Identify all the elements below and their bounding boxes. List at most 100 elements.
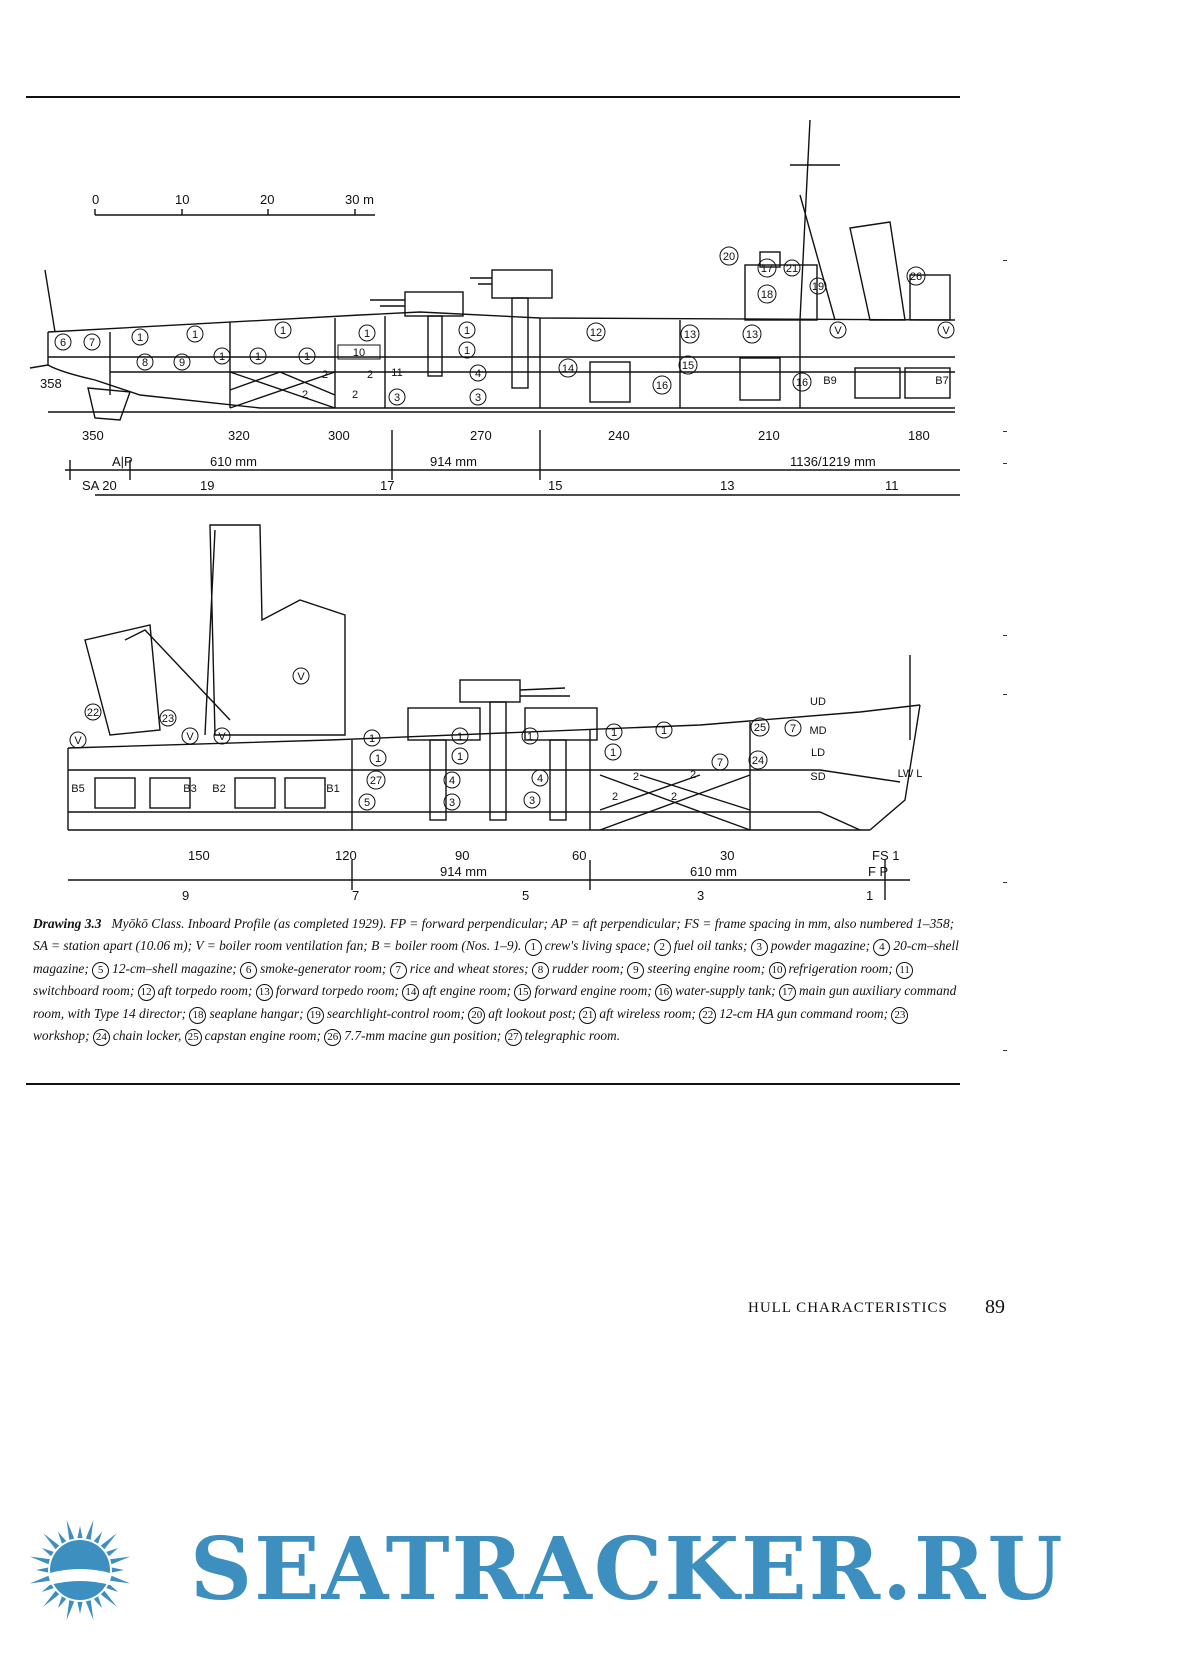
svg-text:3: 3 — [475, 392, 481, 404]
scale-tick: 0 — [92, 192, 99, 207]
room-callout: 25 — [750, 717, 770, 737]
svg-text:16: 16 — [656, 380, 668, 392]
room-callout: 7 — [784, 719, 802, 737]
sa-label: 9 — [182, 888, 189, 900]
key-number: 5 — [92, 961, 110, 979]
svg-text:1: 1 — [137, 332, 143, 344]
scale-tick: 30 m — [345, 192, 374, 207]
room-callout: V — [292, 667, 310, 685]
svg-text:9: 9 — [179, 357, 185, 369]
svg-text:1: 1 — [464, 345, 470, 357]
key-text: smoke-generator room; — [260, 960, 390, 976]
svg-text:1: 1 — [255, 351, 261, 363]
key-text: aft wireless room; — [599, 1005, 700, 1021]
svg-text:25: 25 — [754, 722, 766, 734]
svg-text:4: 4 — [537, 773, 543, 785]
svg-text:1: 1 — [610, 747, 616, 759]
caption-intro: Myōkō Class. Inboard Profile (as complet… — [33, 916, 955, 954]
sun-ray — [100, 1533, 117, 1550]
key-number: 24 — [92, 1029, 110, 1047]
upper-hull — [29, 119, 960, 496]
key-text: crew's living space; — [544, 938, 654, 954]
key-number: 8 — [532, 961, 549, 979]
dimension-label: 914 mm — [430, 454, 477, 469]
key-number: 16 — [655, 984, 673, 1002]
station-label: FS 1 — [872, 848, 899, 863]
key-text: forward engine room; — [534, 983, 656, 999]
room-callout: 3 — [523, 791, 541, 809]
dimension-label: 914 mm — [440, 864, 487, 879]
station-label: 300 — [328, 428, 350, 443]
svg-text:5: 5 — [364, 797, 370, 809]
key-number: 21 — [579, 1006, 597, 1024]
watermark: SEATRACKER.RU — [0, 1515, 1179, 1625]
dimension-label: 610 mm — [690, 864, 737, 879]
room-callout: 6 — [54, 333, 72, 351]
margin-tick — [1003, 260, 1007, 261]
room-callout: 4 — [531, 769, 549, 787]
sa-label: SA 20 — [82, 478, 117, 493]
station-label: 350 — [82, 428, 104, 443]
upper-room-callouts: 6 7 1 1 1 8 9 1 1 1 1 1 10 2 2 2 2 11 3 … — [54, 246, 955, 406]
key-number: 7 — [389, 961, 407, 979]
svg-text:21: 21 — [786, 263, 798, 275]
dimension-label: 610 mm — [210, 454, 257, 469]
margin-tick — [1003, 431, 1007, 432]
sun-ray — [85, 1600, 94, 1621]
page-number: 89 — [985, 1296, 1005, 1318]
key-text: main gun auxiliary command room, with Ty… — [33, 983, 957, 1021]
station-label: 150 — [188, 848, 210, 863]
key-number: 18 — [189, 1006, 207, 1024]
room-callout: 24 — [748, 750, 768, 770]
sun-ray — [43, 1590, 60, 1607]
room-callout: 4 — [469, 364, 487, 382]
sa-label: 11 — [885, 478, 899, 493]
sun-ray — [58, 1596, 67, 1609]
room-callout: 3 — [388, 388, 406, 406]
room-callout: 26 — [906, 266, 926, 286]
key-text: seaplane hangar; — [209, 1005, 307, 1021]
key-number: 1 — [524, 939, 542, 957]
svg-text:V: V — [297, 671, 305, 683]
station-label: 120 — [335, 848, 357, 863]
station-label: 210 — [758, 428, 780, 443]
key-text: forward torpedo room; — [275, 983, 403, 999]
room-callout: 1 — [213, 347, 231, 365]
svg-text:1: 1 — [527, 731, 533, 743]
room-callout: 1 — [298, 347, 316, 365]
svg-text:V: V — [74, 735, 82, 747]
svg-text:19: 19 — [812, 281, 824, 293]
dimension-label: 1136/1219 mm — [790, 454, 876, 469]
station-label: 270 — [470, 428, 492, 443]
svg-text:13: 13 — [746, 329, 758, 341]
station-label: 60 — [572, 848, 586, 863]
caption-lead: Drawing 3.3 — [33, 916, 102, 931]
room-callout: 16 — [792, 372, 812, 392]
key-text: rice and wheat stores; — [409, 960, 532, 976]
svg-text:1: 1 — [219, 351, 225, 363]
sa-label: 5 — [522, 888, 529, 900]
room-callout: 18 — [757, 284, 777, 304]
sa-label: 3 — [697, 888, 704, 900]
room-label: B7 — [935, 375, 948, 387]
svg-text:1: 1 — [304, 351, 310, 363]
key-text: aft lookout post; — [488, 1005, 580, 1021]
room-callout: 1 — [604, 743, 622, 761]
margin-tick — [1003, 463, 1007, 464]
sun-ray — [36, 1567, 49, 1573]
room-callout: 3 — [469, 388, 487, 406]
svg-text:3: 3 — [394, 392, 400, 404]
svg-text:7: 7 — [717, 757, 723, 769]
svg-text:V: V — [186, 731, 194, 743]
